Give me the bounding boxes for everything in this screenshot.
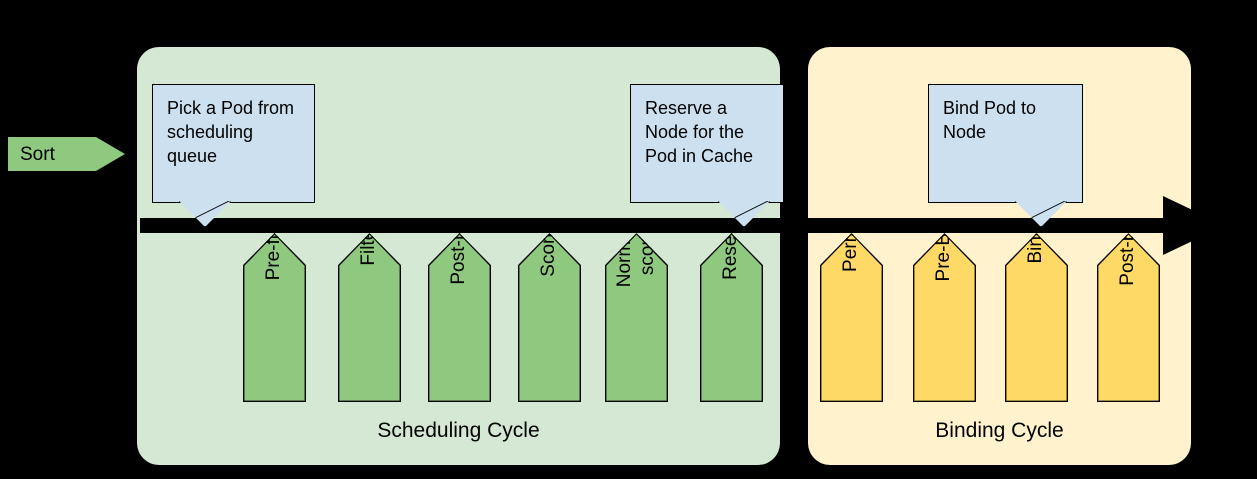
- stage-reserve-fill: [700, 233, 763, 402]
- stage-pre-bind[interactable]: Pre-Bind: [913, 233, 976, 402]
- stage-pre-filter[interactable]: Pre-filter: [243, 233, 306, 402]
- stage-post-filter-fill: [428, 233, 491, 402]
- timeline-bar: [140, 218, 1181, 233]
- callout-reserve-node: Reserve a Node for the Pod in Cache: [630, 84, 784, 227]
- callout-bind-pod-text: Bind Pod to Node: [943, 98, 1037, 142]
- stage-post-bind-fill: [1097, 233, 1160, 402]
- scheduling-cycle-label: Scheduling Cycle: [377, 419, 540, 442]
- stage-normalize-scoring[interactable]: Normalize scoring: [605, 233, 668, 402]
- timeline-arrow-right-icon: [1163, 196, 1225, 255]
- callout-bind-pod: Bind Pod to Node: [928, 84, 1083, 227]
- stage-permit-fill: [820, 233, 883, 402]
- stage-bind[interactable]: Bind: [1005, 233, 1068, 402]
- callout-pick-pod: Pick a Pod from scheduling queue: [152, 84, 315, 227]
- sort-stage-label: Sort: [20, 143, 55, 165]
- stage-filter-fill: [338, 233, 401, 402]
- stage-filter[interactable]: Filter: [338, 233, 401, 402]
- stage-scoring[interactable]: Scoring: [518, 233, 581, 402]
- stage-post-filter[interactable]: Post-filter: [428, 233, 491, 402]
- stage-reserve[interactable]: Reserve: [700, 233, 763, 402]
- callout-pick-pod-text: Pick a Pod from scheduling queue: [167, 98, 295, 166]
- binding-cycle-label: Binding Cycle: [935, 419, 1064, 442]
- stage-pre-filter-fill: [243, 233, 306, 402]
- stage-permit[interactable]: Permit: [820, 233, 883, 402]
- sort-stage-arrow[interactable]: Sort: [8, 137, 125, 171]
- callout-reserve-node-text: Reserve a Node for the Pod in Cache: [645, 98, 754, 166]
- stage-bind-fill: [1005, 233, 1068, 402]
- stage-normalize-scoring-fill: [605, 233, 668, 402]
- stage-post-bind[interactable]: Post-Bind: [1097, 233, 1160, 402]
- stage-scoring-fill: [518, 233, 581, 402]
- stage-pre-bind-fill: [913, 233, 976, 402]
